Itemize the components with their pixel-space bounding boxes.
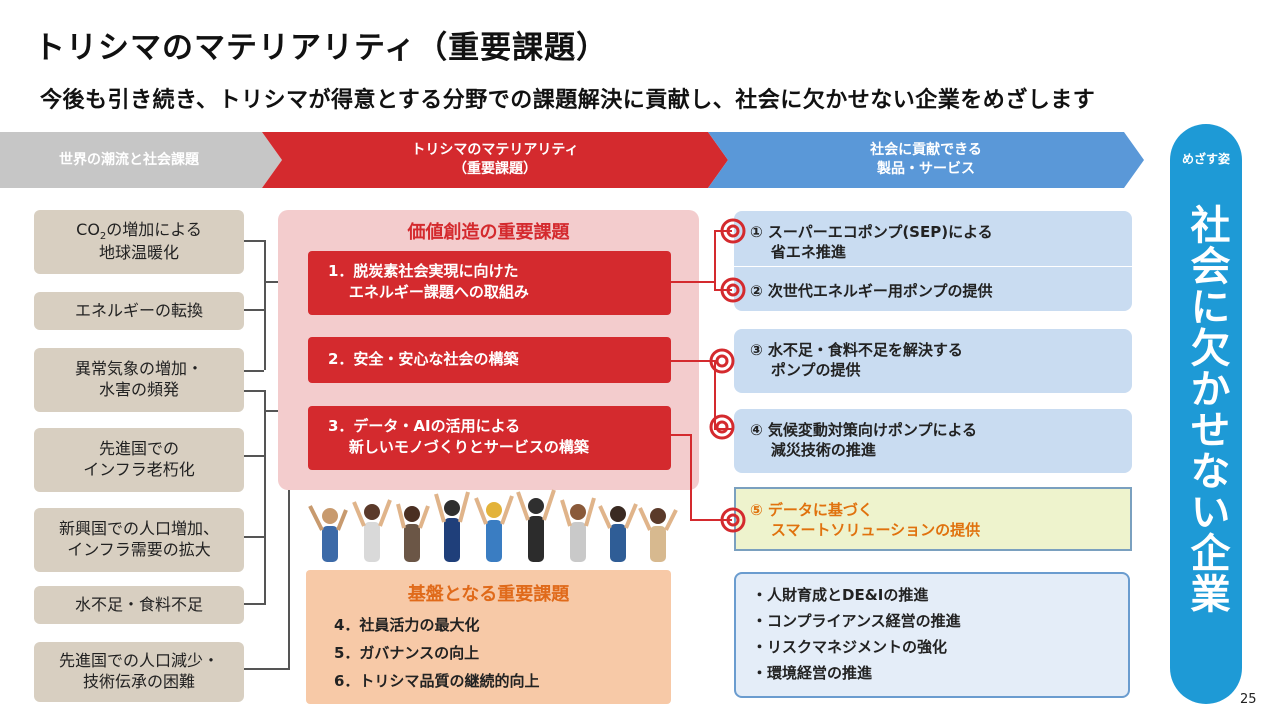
product-group-4 (734, 409, 1132, 473)
aim-label: めざす姿 (1181, 152, 1230, 166)
connector-line (264, 390, 266, 605)
issue-infra-aging: 先進国での インフラ老朽化 (34, 428, 244, 492)
connector-line (264, 240, 266, 370)
foundation-panel (306, 570, 671, 704)
issue-co2-rest: の増加による 地球温暖化 (98, 220, 202, 263)
page-title: トリシマのマテリアリティ（重要課題） (34, 30, 609, 66)
issue-population: 先進国での人口減少・ 技術伝承の困難 (34, 642, 244, 702)
arrow-world-trends: 世界の潮流と社会課題 (0, 132, 282, 188)
page-number: 25 (1240, 692, 1257, 707)
issue-weather: 異常気象の増加・ 水害の頻発 (34, 348, 244, 412)
arrow-products-label: 社会に貢献できる 製品・サービス (870, 142, 982, 177)
product-4: ④ 気候変動対策向けポンプによる 減災技術の推進 (750, 421, 978, 460)
initiative-item: ・環境経営の推進 (752, 664, 873, 682)
connector-line (244, 668, 288, 670)
connector-line (244, 603, 266, 605)
value-issue-1: 1．脱炭素社会実現に向けた エネルギー課題への取組み (308, 251, 671, 315)
connector-line (244, 455, 266, 457)
issue-co2-sub: 2 (99, 231, 107, 243)
issue-water-food: 水不足・食料不足 (34, 586, 244, 624)
connector-line (244, 536, 266, 538)
product-5: ⑤ データに基づく スマートソリューションの提供 (750, 501, 981, 540)
connector-line (714, 360, 716, 428)
issue-emerging: 新興国での人口増加、 インフラ需要の拡大 (34, 508, 244, 572)
connector-line (690, 434, 692, 520)
arrow-materiality: トリシマのマテリアリティ （重要課題） (262, 132, 728, 188)
initiative-item: ・人財育成とDE&Iの推進 (752, 586, 929, 604)
product-group-3 (734, 329, 1132, 393)
target-icon (709, 414, 735, 440)
connector-line (244, 309, 264, 311)
foundation-item-5: 5．ガバナンスの向上 (334, 644, 480, 662)
initiatives-box (734, 572, 1130, 698)
arrow-materiality-label: トリシマのマテリアリティ （重要課題） (411, 142, 579, 177)
initiative-item: ・リスクマネジメントの強化 (752, 638, 948, 656)
foundation-item-4: 4．社員活力の最大化 (334, 616, 480, 634)
aim-main-text: 社会に欠かせない企業 (1183, 204, 1230, 614)
product-divider (734, 266, 1132, 267)
aim-pill: めざす姿 社会に欠かせない企業 (1170, 124, 1242, 704)
product-1: ① スーパーエコポンプ(SEP)による 省エネ推進 (750, 223, 993, 262)
foundation-title: 基盤となる重要課題 (407, 584, 570, 605)
page-subtitle: 今後も引き続き、トリシマが得意とする分野での課題解決に貢献し、社会に欠かせない企… (40, 88, 1096, 113)
value-creation-title: 価値創造の重要課題 (407, 222, 570, 243)
product-group-5 (734, 487, 1132, 551)
people-illustration (308, 489, 678, 562)
product-3: ③ 水不足・食料不足を解決する ポンプの提供 (750, 341, 963, 380)
connector-line (244, 370, 264, 372)
arrow-products: 社会に貢献できる 製品・サービス (708, 132, 1144, 188)
connector-line (671, 434, 691, 436)
connector-line (714, 428, 732, 430)
connector-line (671, 281, 715, 283)
arrow-world-label: 世界の潮流と社会課題 (59, 151, 199, 168)
value-issue-2: 2．安全・安心な社会の構築 (308, 337, 671, 383)
value-issue-3: 3．データ・AIの活用による 新しいモノづくりとサービスの構築 (308, 406, 671, 470)
connector-line (714, 230, 716, 290)
connector-line (288, 438, 290, 670)
connector-line (690, 519, 732, 521)
person-figures (308, 489, 678, 562)
product-group-1-2 (734, 211, 1132, 311)
connector-line (244, 240, 264, 242)
issue-co2-text: CO2の増加による 地球温暖化 (76, 220, 202, 264)
connector-line (244, 390, 266, 392)
target-icon (709, 348, 735, 374)
target-icon (720, 277, 746, 303)
connector-line (671, 360, 715, 362)
connector-line (266, 410, 288, 412)
target-icon (720, 507, 746, 533)
issue-energy: エネルギーの転換 (34, 292, 244, 330)
target-icon (720, 218, 746, 244)
issue-co2-prefix: CO (76, 220, 100, 239)
issue-co2: CO2の増加による 地球温暖化 (34, 210, 244, 274)
product-2: ② 次世代エネルギー用ポンプの提供 (750, 282, 993, 300)
initiative-item: ・コンプライアンス経営の推進 (752, 612, 961, 630)
foundation-item-6: 6．トリシマ品質の継続的向上 (334, 672, 540, 690)
